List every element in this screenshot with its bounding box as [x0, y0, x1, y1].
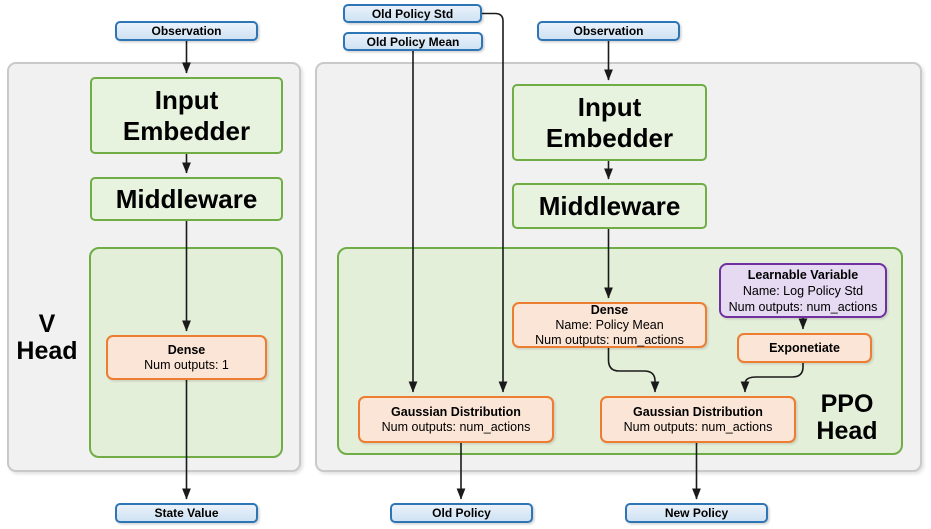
old-policy-box: Old Policy	[390, 503, 533, 523]
learnable-variable-outputs: Num outputs: num_actions	[728, 299, 878, 314]
exponetiate-box: Exponetiate	[737, 333, 872, 363]
old-policy-std-label: Old Policy Std	[371, 6, 454, 21]
old-policy-mean-label: Old Policy Mean	[366, 34, 460, 49]
ppo-input-embedder-label: Input Embedder	[545, 91, 674, 153]
old-policy-label: Old Policy	[432, 506, 491, 520]
v-dense-box: Dense Num outputs: 1	[106, 335, 267, 380]
ppo-dense-name: Name: Policy Mean	[555, 317, 664, 332]
exponetiate-label: Exponetiate	[769, 340, 840, 355]
old-policy-mean-box: Old Policy Mean	[343, 32, 483, 51]
gaussian-old-outputs: Num outputs: num_actions	[381, 419, 531, 434]
learnable-variable-box: Learnable Variable Name: Log Policy Std …	[719, 263, 887, 318]
v-head-title-line1: V	[38, 310, 56, 338]
v-middleware-box: Middleware	[90, 177, 283, 221]
ppo-dense-title: Dense	[590, 302, 629, 317]
learnable-variable-title: Learnable Variable	[747, 267, 859, 282]
ppo-observation-label: Observation	[573, 24, 644, 38]
gaussian-distribution-new-box: Gaussian Distribution Num outputs: num_a…	[600, 396, 796, 443]
ppo-dense-outputs: Num outputs: num_actions	[535, 332, 684, 347]
v-observation-label: Observation	[151, 24, 222, 38]
state-value-box: State Value	[115, 503, 258, 523]
v-dense-outputs: Num outputs: 1	[144, 357, 229, 372]
gaussian-new-outputs: Num outputs: num_actions	[623, 419, 773, 434]
v-observation-box: Observation	[115, 21, 258, 41]
ppo-head-title-line2: Head	[816, 417, 878, 445]
ppo-head-title: PPO Head	[801, 391, 893, 445]
v-input-embedder-box: Input Embedder	[90, 77, 283, 154]
v-head-title: V Head	[7, 311, 87, 365]
state-value-label: State Value	[154, 506, 219, 520]
ppo-dense-box: Dense Name: Policy Mean Num outputs: num…	[512, 302, 707, 348]
new-policy-box: New Policy	[625, 503, 768, 523]
ppo-input-embedder-box: Input Embedder	[512, 84, 707, 161]
ppo-middleware-box: Middleware	[512, 183, 707, 229]
gaussian-new-title: Gaussian Distribution	[633, 404, 763, 419]
v-dense-title: Dense	[167, 342, 206, 357]
gaussian-old-title: Gaussian Distribution	[391, 404, 521, 419]
v-input-embedder-label: Input Embedder	[122, 84, 251, 146]
old-policy-std-box: Old Policy Std	[343, 4, 482, 23]
ppo-middleware-label: Middleware	[538, 190, 681, 221]
v-middleware-label: Middleware	[115, 183, 258, 214]
learnable-variable-name: Name: Log Policy Std	[742, 283, 864, 298]
gaussian-distribution-old-box: Gaussian Distribution Num outputs: num_a…	[358, 396, 554, 443]
ppo-head-title-line1: PPO	[820, 390, 874, 418]
new-policy-label: New Policy	[664, 506, 729, 520]
v-head-title-line2: Head	[16, 337, 78, 365]
ppo-observation-box: Observation	[537, 21, 680, 41]
